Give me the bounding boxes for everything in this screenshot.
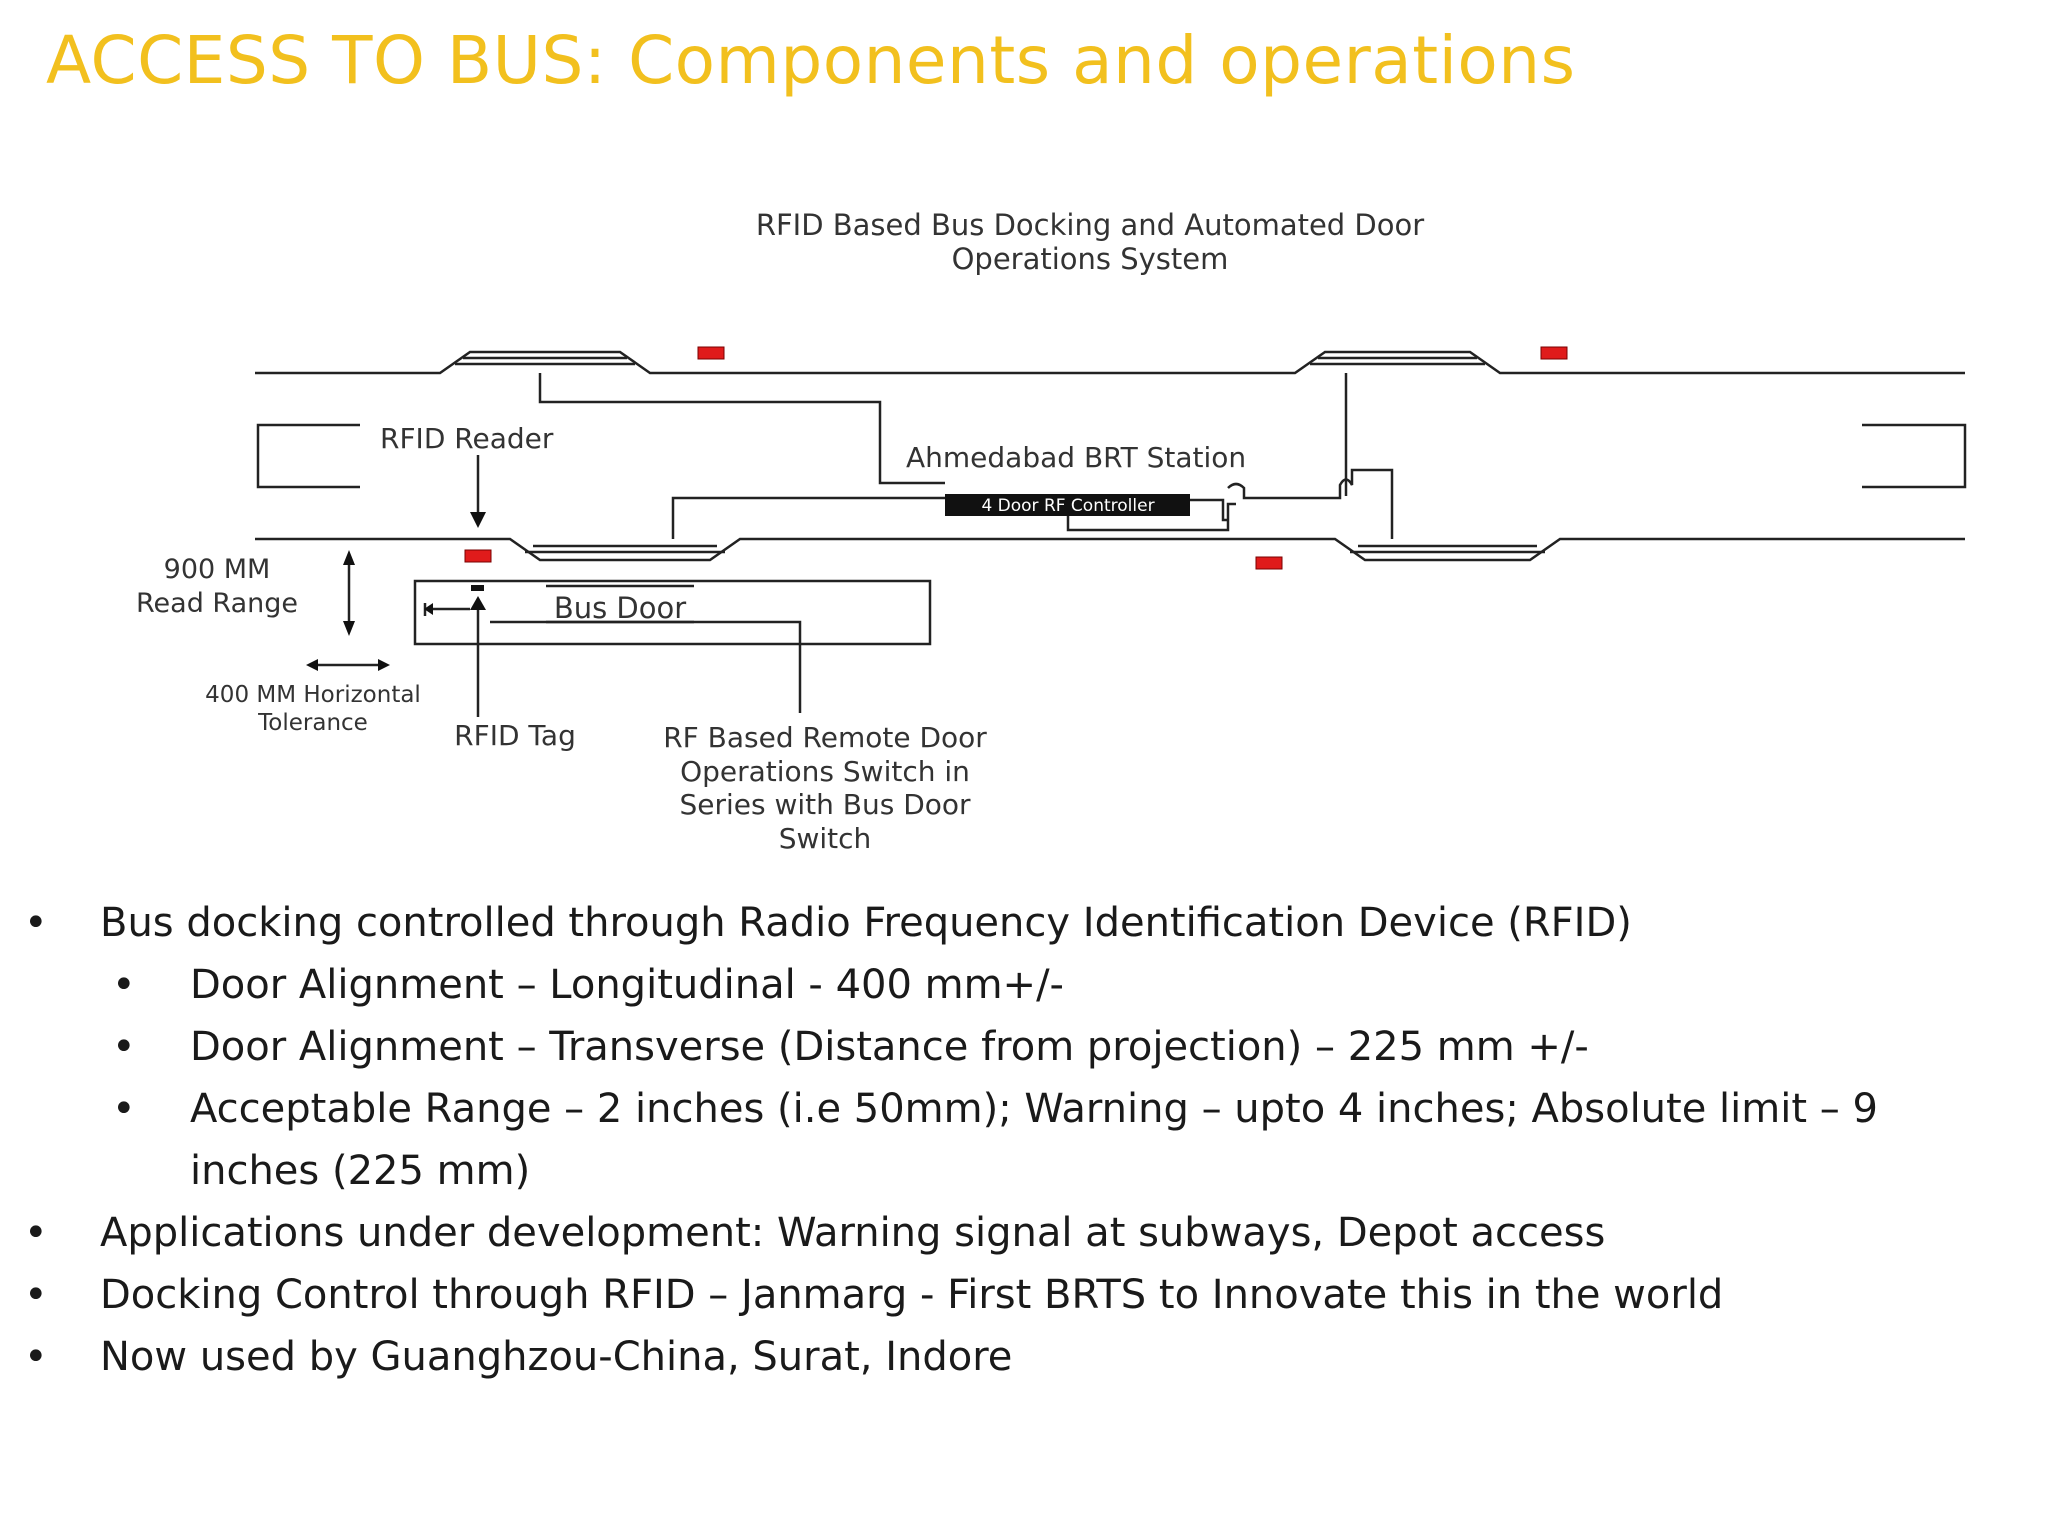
station-label: Ahmedabad BRT Station (906, 441, 1246, 474)
sub-bullet-item: Door Alignment – Longitudinal - 400 mm+/… (24, 954, 2014, 1016)
rfid-markers (464, 346, 1568, 570)
diagram-title-line2: Operations System (952, 242, 1229, 276)
rfid-docking-diagram: 4 Door RF Controller RFID Based Bus Dock… (136, 208, 1967, 855)
bullet-item: Applications under development: Warning … (24, 1202, 2014, 1264)
left-bracket (256, 423, 360, 489)
sub-bullet-item: Door Alignment – Transverse (Distance fr… (24, 1016, 2014, 1078)
top-road-edge (255, 350, 1965, 375)
rfid-marker (697, 346, 725, 360)
slide-title: ACCESS TO BUS: Components and operations (46, 22, 1576, 99)
bullet-item: Bus docking controlled through Radio Fre… (24, 892, 2014, 954)
rfid-marker (464, 549, 492, 563)
switch-line1: RF Based Remote Door (663, 721, 987, 754)
tolerance-line1: 400 MM Horizontal (205, 682, 421, 708)
bus-door-label: Bus Door (554, 591, 686, 625)
switch-line4: Switch (779, 822, 872, 855)
bullet-list: Bus docking controlled through Radio Fre… (24, 892, 2014, 1388)
rfid-marker (1255, 556, 1283, 570)
rfid-marker (1540, 346, 1568, 360)
switch-line2: Operations Switch in (680, 755, 970, 788)
diagram-title-line1: RFID Based Bus Docking and Automated Doo… (756, 208, 1424, 242)
tolerance-line2: Tolerance (257, 710, 368, 736)
rf-controller-box (945, 494, 1190, 516)
rf-controller-label: 4 Door RF Controller (981, 496, 1154, 516)
sub-bullet-item: Acceptable Range – 2 inches (i.e 50mm); … (24, 1078, 2014, 1202)
bullet-item: Now used by Guanghzou-China, Surat, Indo… (24, 1326, 2014, 1388)
bottom-road-edge (255, 537, 1965, 562)
switch-line3: Series with Bus Door (679, 788, 971, 821)
rfid-tag-label: RFID Tag (454, 719, 576, 752)
read-range-line1: 900 MM (164, 554, 271, 585)
right-bracket (1862, 423, 1967, 489)
bullet-item: Docking Control through RFID – Janmarg -… (24, 1264, 2014, 1326)
read-range-line2: Read Range (136, 588, 298, 619)
rfid-reader-label: RFID Reader (380, 422, 554, 455)
bus-body (413, 579, 932, 646)
